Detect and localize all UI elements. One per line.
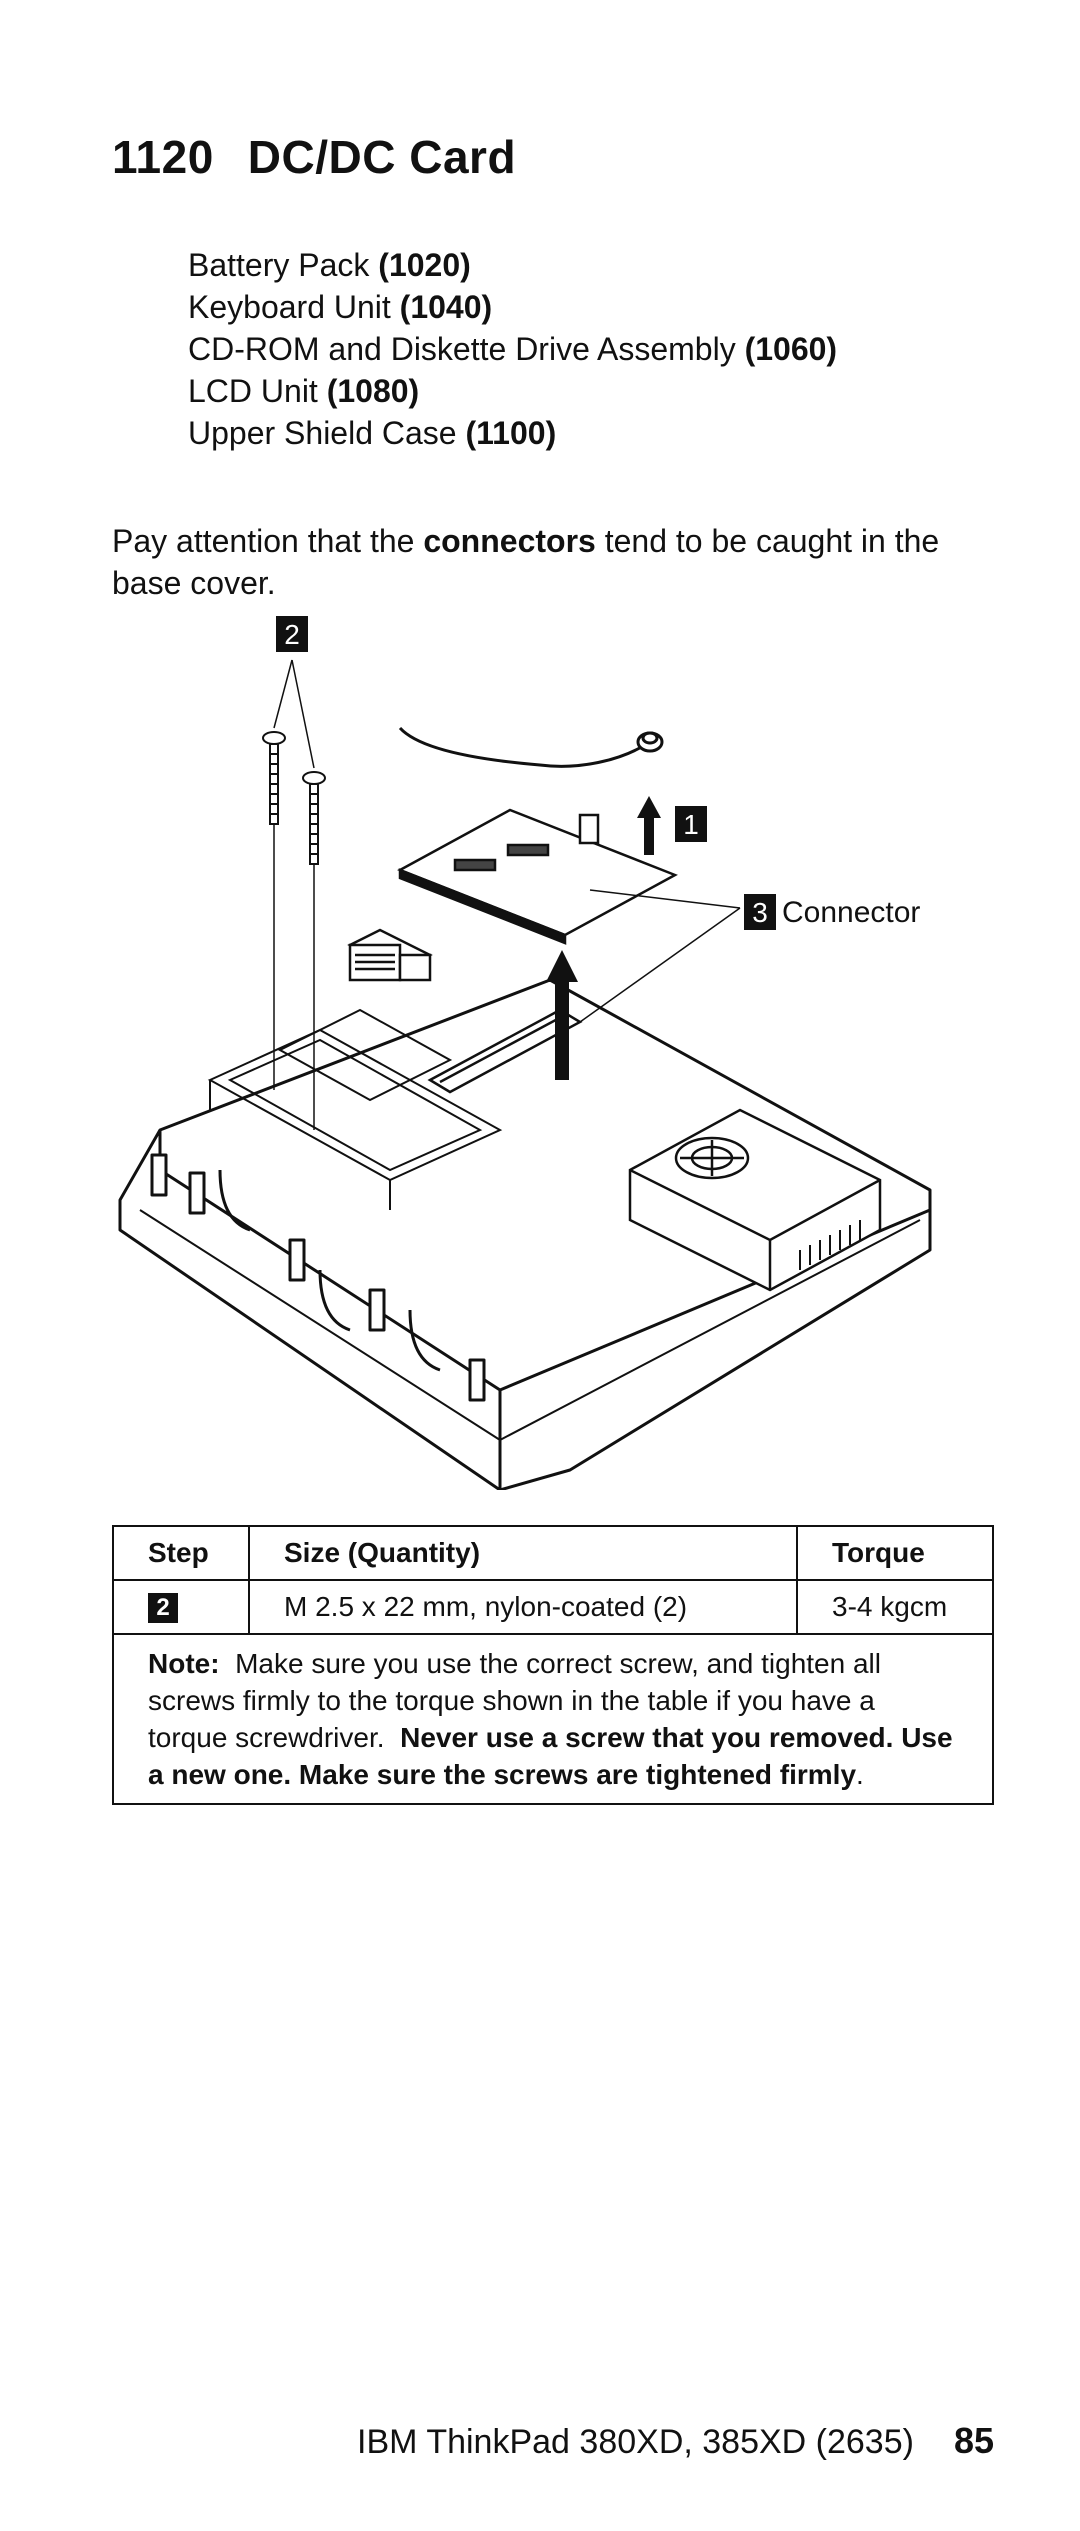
prereq-item: Battery Pack (1020)	[188, 244, 837, 286]
page-number: 85	[953, 2420, 994, 2461]
callout-2: 2	[276, 616, 308, 652]
prereq-label: CD-ROM and Diskette Drive Assembly	[188, 331, 736, 367]
header-step: Step	[112, 1525, 250, 1581]
prereq-ref: (1020)	[378, 247, 471, 283]
prereq-ref: (1040)	[399, 289, 493, 325]
callout-1-label: 1	[683, 809, 699, 840]
callout-3: 3 Connector	[744, 894, 920, 930]
footer-text: IBM ThinkPad 380XD, 385XD (2635)	[357, 2423, 914, 2461]
prereq-ref: (1080)	[326, 373, 420, 409]
prereq-label: Upper Shield Case	[188, 415, 457, 451]
table-row: 2 M 2.5 x 22 mm, nylon-coated (2) 3-4 kg…	[112, 1579, 994, 1635]
base-cover	[118, 978, 932, 1490]
lift-arrow-small	[637, 796, 661, 855]
prereq-label: Battery Pack	[188, 247, 370, 283]
header-torque: Torque	[796, 1525, 994, 1581]
prereq-label: LCD Unit	[188, 373, 318, 409]
intro-text-end: tend to be caught in the base cover.	[112, 523, 940, 601]
table-header-row: Step Size (Quantity) Torque	[112, 1525, 994, 1581]
callout-2-label: 2	[284, 619, 300, 650]
page-footer: IBM ThinkPad 380XD, 385XD (2635) 85	[357, 2420, 994, 2462]
intro-paragraph: Pay attention that the connectors tend t…	[112, 520, 1012, 604]
card-connector-block	[347, 928, 433, 982]
callout-3-leaders	[579, 889, 741, 1023]
cell-size: M 2.5 x 22 mm, nylon-coated (2)	[248, 1579, 798, 1635]
dc-dc-card	[397, 808, 678, 945]
header-size: Size (Quantity)	[248, 1525, 798, 1581]
step-badge: 2	[148, 1593, 178, 1624]
cell-step: 2	[112, 1579, 250, 1635]
power-cable	[398, 726, 664, 768]
prereq-item: LCD Unit (1080)	[188, 370, 837, 412]
intro-emphasis: connectors	[423, 523, 596, 559]
prereq-label: Keyboard Unit	[188, 289, 391, 325]
callout-2-leaders	[273, 659, 315, 769]
cell-torque: 3-4 kgcm	[796, 1579, 994, 1635]
screw-spec-table: Step Size (Quantity) Torque 2 M 2.5 x 22…	[112, 1525, 994, 1805]
callout-1: 1	[675, 806, 707, 842]
note-text: Make sure you use the correct screw, and…	[148, 1648, 881, 1753]
callout-3-label: 3	[752, 897, 768, 928]
note-cell: Note: Make sure you use the correct scre…	[112, 1633, 994, 1805]
note-warning: Never use a screw that you removed. Use …	[148, 1722, 953, 1790]
screw-right	[302, 771, 326, 865]
connector-label: Connector	[782, 896, 920, 929]
section-title: DC/DC Card	[247, 131, 517, 183]
note-end: .	[856, 1759, 864, 1790]
page-title: 1120 DC/DC Card	[112, 130, 516, 184]
prereq-ref: (1100)	[465, 415, 557, 451]
intro-text: Pay attention that the	[112, 523, 424, 559]
note-row: Note: Make sure you use the correct scre…	[112, 1633, 994, 1805]
prereq-item: Upper Shield Case (1100)	[188, 412, 837, 454]
prereq-item: CD-ROM and Diskette Drive Assembly (1060…	[188, 328, 837, 370]
lift-arrow-large	[546, 950, 578, 1080]
exploded-view-illustration: 2 1 3 Connector	[118, 616, 932, 1490]
prereq-ref: (1060)	[744, 331, 838, 367]
internal-bay	[207, 1008, 503, 1210]
note-label: Note:	[148, 1648, 220, 1679]
section-number: 1120	[112, 131, 214, 183]
screw-guide-lines	[273, 824, 315, 1130]
prereq-item: Keyboard Unit (1040)	[188, 286, 837, 328]
screw-left	[262, 731, 286, 825]
fan-module	[628, 1108, 882, 1292]
prerequisite-list: Battery Pack (1020) Keyboard Unit (1040)…	[188, 244, 837, 454]
